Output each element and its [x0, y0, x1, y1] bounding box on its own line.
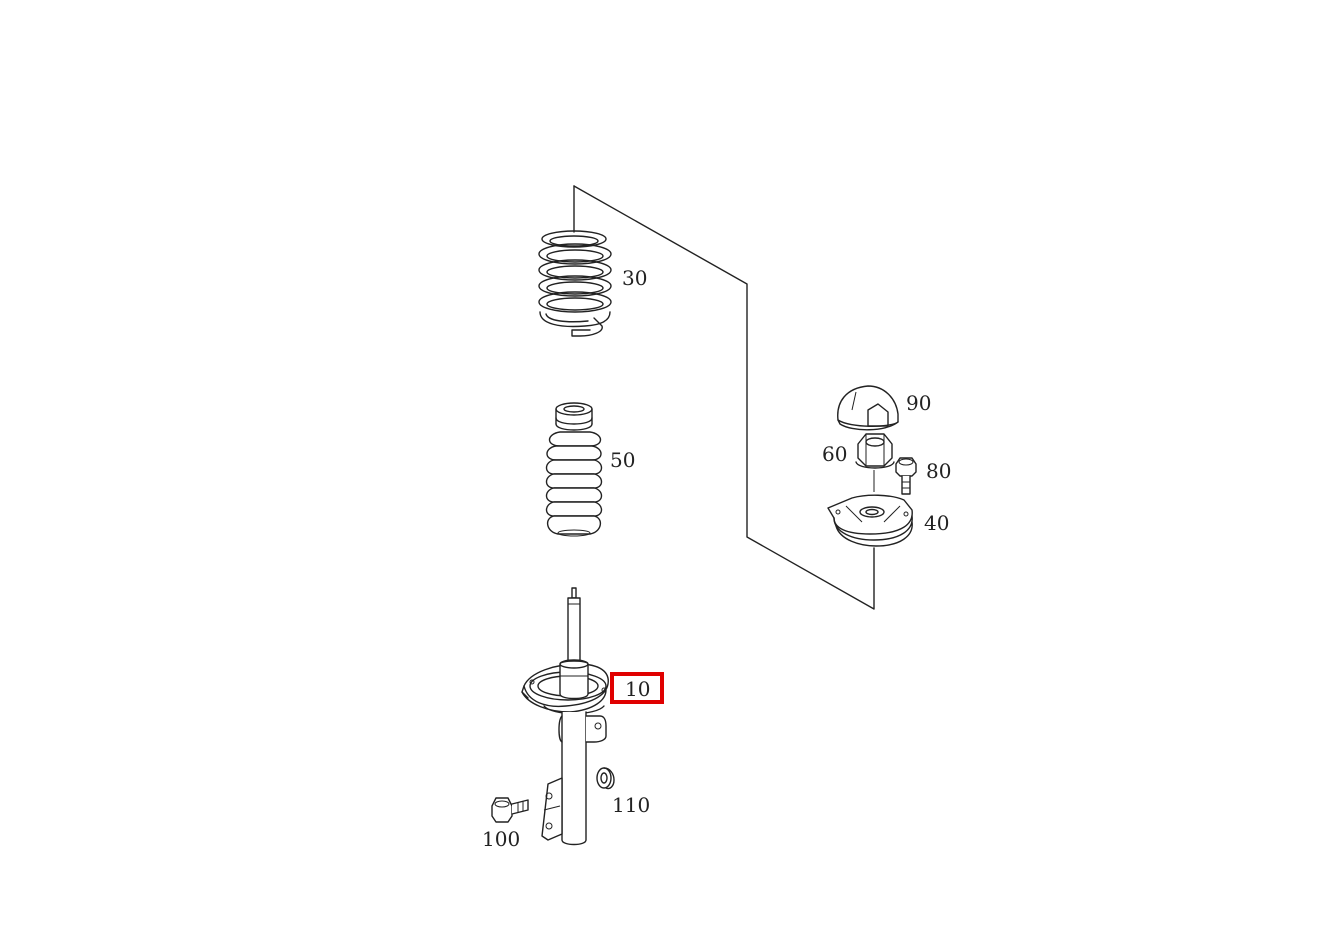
label-110[interactable]: 110: [612, 793, 650, 817]
mount-bolt-drawing[interactable]: [895, 457, 917, 495]
label-80[interactable]: 80: [926, 459, 951, 483]
bushing-drawing[interactable]: [596, 767, 615, 790]
assembly-bracket-line: [573, 185, 875, 610]
hex-nut-drawing[interactable]: [855, 433, 895, 492]
coil-spring-drawing[interactable]: [538, 230, 612, 337]
strut-drawing[interactable]: [521, 587, 609, 846]
label-40[interactable]: 40: [924, 511, 949, 535]
label-10[interactable]: 10: [625, 677, 650, 701]
label-50[interactable]: 50: [610, 448, 635, 472]
label-100[interactable]: 100: [482, 827, 520, 851]
strut-mount-drawing[interactable]: [827, 494, 913, 547]
label-30[interactable]: 30: [622, 266, 647, 290]
label-60[interactable]: 60: [822, 442, 847, 466]
selected-part-highlight: [610, 672, 664, 704]
dust-boot-drawing[interactable]: [545, 402, 603, 537]
protective-cap-drawing[interactable]: [837, 385, 899, 431]
label-90[interactable]: 90: [906, 391, 931, 415]
bracket-bolt-drawing[interactable]: [491, 797, 529, 823]
